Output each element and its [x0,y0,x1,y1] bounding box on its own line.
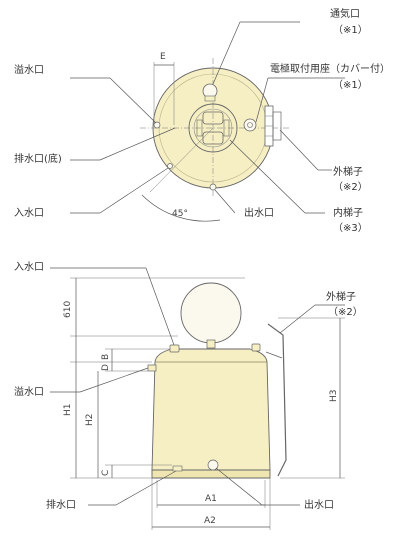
side-view: 610 B D H1 H2 H3 C A1 A2 入水口 外梯子 （※2） 溢水… [14,261,363,530]
overflow-label-top: 溢水口 [14,63,44,76]
inlet-nozzle-side [169,344,180,353]
dim-a1-label: A1 [205,494,217,504]
dim-d-label: D [101,364,111,371]
int-ladder-label: 内梯子 [333,206,363,219]
ext-ladder-note-side: （※2） [328,306,363,318]
angle-label: 45° [172,209,188,219]
drain-label-top: 排水口(底) [14,152,62,165]
outlet-nozzle-side [207,459,219,471]
vent-note: （※1） [333,24,368,36]
outlet-label-top: 出水口 [244,206,274,219]
overflow-nozzle-top [153,121,161,129]
outlet-nozzle-top [209,183,217,191]
int-ladder-note: （※3） [333,222,368,234]
dim-h3-label: H3 [329,390,339,403]
electrode-seat-label: 電極取付用座（カバー付） [270,62,390,75]
electrode-seat-icon [243,118,257,132]
ext-ladder-label-top: 外梯子 [333,165,363,178]
internal-ladder-shape [202,111,224,125]
inlet-label-side: 入水口 [14,261,44,273]
overflow-nozzle-side [147,364,157,372]
outlet-label-side: 出水口 [304,498,334,511]
dim-610-label: 610 [63,301,73,318]
drain-label-side: 排水口 [46,498,76,511]
ext-ladder-label-side: 外梯子 [326,290,356,303]
top-view: E 45° 通気口 （※1） 電極取付用座（カバー付） （※1） 溢水口 排水口… [14,7,390,234]
dim-c-label: C [101,470,111,476]
dim-h2-label: H2 [85,414,95,427]
overflow-label-side: 溢水口 [14,385,44,398]
float-ball [180,282,242,344]
manhole-outer [188,103,238,153]
dim-e-label: E [160,52,166,62]
dim-h1-label: H1 [63,404,73,417]
inlet-label-top: 入水口 [14,207,44,219]
inlet-nozzle-top [167,163,173,169]
drain-nozzle-side [172,465,183,472]
dim-b-label: B [101,354,111,360]
dim-a2-label: A2 [204,516,216,526]
ext-ladder-note-top: （※2） [333,181,368,193]
tank-body [151,348,271,471]
vent-label: 通気口 [330,7,360,20]
electrode-seat-note: （※1） [333,79,368,91]
external-ladder-side [267,323,287,477]
manhole-inner [193,108,233,148]
